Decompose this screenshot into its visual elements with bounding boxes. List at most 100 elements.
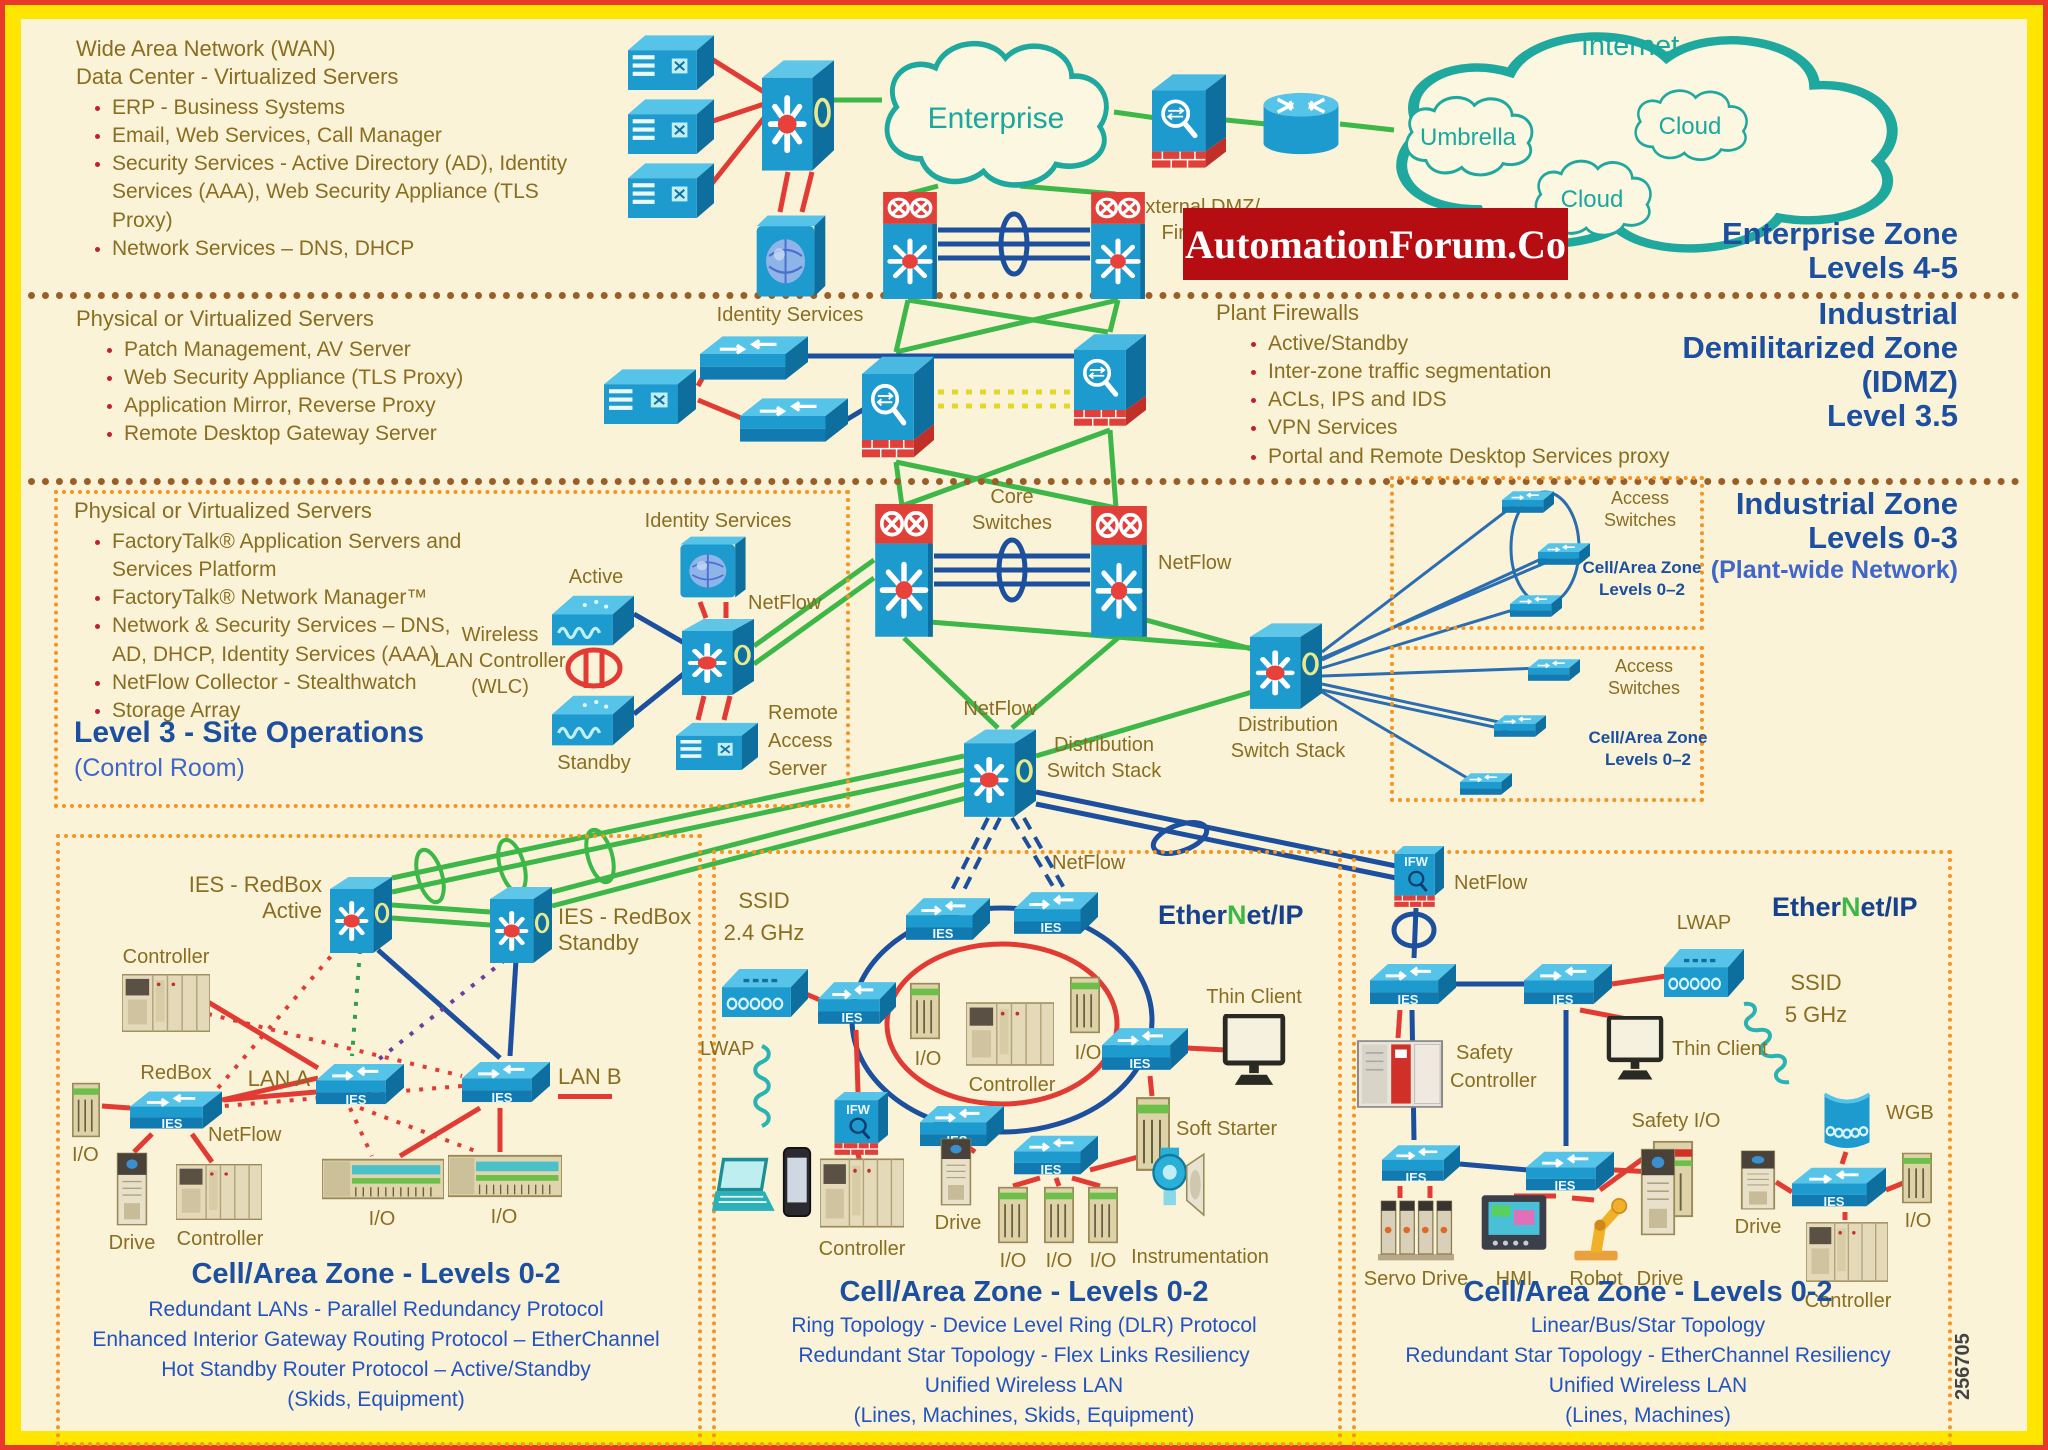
servo-drive-label: Servo Drive bbox=[1363, 1268, 1469, 1290]
access-switch-icon bbox=[1494, 712, 1546, 740]
ethernet-ip-part: N bbox=[1227, 900, 1247, 930]
ies-badge: IES bbox=[1129, 1056, 1151, 1071]
lwap-icon bbox=[1664, 944, 1744, 1002]
drive-label: Drive bbox=[1636, 1268, 1684, 1290]
io-module-icon bbox=[72, 1082, 100, 1138]
plant-firewalls-title: Plant Firewalls bbox=[1216, 300, 1360, 325]
umbrella-cloud-label: Umbrella bbox=[1419, 124, 1517, 151]
redbox-label: RedBox bbox=[140, 1062, 212, 1084]
cloud-a-label: Cloud bbox=[1658, 113, 1722, 140]
wlc-label-2: LAN Controller bbox=[434, 650, 566, 672]
ies-badge: IES bbox=[1040, 1162, 1062, 1177]
wlc-label-1: Wireless bbox=[461, 624, 539, 646]
controller-icon bbox=[1806, 1220, 1888, 1284]
hmi-label: HMI bbox=[1495, 1268, 1533, 1290]
netflow-label-core: NetFlow bbox=[1158, 552, 1232, 574]
access-switch-icon bbox=[1528, 656, 1580, 684]
controller-label: Controller bbox=[818, 1238, 906, 1260]
netflow-label-ras: NetFlow bbox=[748, 592, 822, 614]
external-firewall-icon bbox=[1152, 70, 1226, 172]
ssid-freq-label: 5 GHz bbox=[1784, 1002, 1848, 1027]
identity-services-label: Identity Services bbox=[716, 304, 864, 326]
cell-area-bottom-label-1: Cell/Area Zone bbox=[1588, 728, 1708, 747]
io-label: I/O bbox=[72, 1144, 99, 1166]
industrial-zone-levels: Levels 0-3 bbox=[1808, 520, 1958, 555]
core-switches-label-2: Switches bbox=[971, 512, 1053, 534]
io-label: I/O bbox=[1074, 1042, 1102, 1064]
industrial-zone-title: Industrial Zone bbox=[1735, 486, 1958, 521]
ies-badge: IES bbox=[1554, 1178, 1576, 1193]
instrumentation-icon bbox=[1148, 1146, 1210, 1220]
identity-services-icon bbox=[752, 212, 830, 300]
idmz-servers-title: Physical or Virtualized Servers bbox=[76, 306, 374, 331]
robot-icon bbox=[1560, 1190, 1632, 1262]
drive-icon bbox=[116, 1152, 148, 1226]
dist-right-label-2: Switch Stack bbox=[1230, 740, 1346, 762]
ies-badge: IES bbox=[1552, 992, 1574, 1007]
cell-left-caption-line: Enhanced Interior Gateway Routing Protoc… bbox=[92, 1328, 660, 1351]
io-module-icon bbox=[998, 1186, 1028, 1244]
access-switch-icon bbox=[1502, 488, 1554, 516]
access-switch-icon bbox=[1510, 592, 1562, 620]
ras-server-icon bbox=[676, 720, 758, 770]
enterprise-zone-title: Enterprise Zone bbox=[1722, 216, 1958, 251]
ethernet-ip-part: et/IP bbox=[1860, 892, 1918, 922]
ifw-badge: IFW bbox=[1404, 854, 1428, 869]
plant-fw-bullet: Inter-zone traffic segmentation bbox=[1268, 358, 1728, 386]
wlc-label-3: (WLC) bbox=[471, 676, 529, 698]
access-switches-top-label-2: Switches bbox=[1603, 510, 1677, 530]
redbox-ies-badge: IES bbox=[161, 1116, 183, 1131]
cell-left-caption-title: Cell/Area Zone - Levels 0-2 bbox=[191, 1258, 561, 1290]
industrial-zone-note: (Plant-wide Network) bbox=[1710, 556, 1958, 584]
wan-bullet-list: ERP - Business Systems Email, Web Servic… bbox=[80, 94, 582, 263]
zone-box-access-switches-top bbox=[1390, 476, 1704, 630]
wan-title-line2: Data Center - Virtualized Servers bbox=[76, 64, 399, 89]
controller-icon bbox=[122, 972, 210, 1034]
siteops-heading: Level 3 - Site Operations bbox=[74, 716, 425, 749]
zone-box-cell-left bbox=[56, 834, 702, 1446]
controller-label: Controller bbox=[176, 1228, 264, 1250]
netflow-label-left-zone: NetFlow bbox=[208, 1124, 282, 1146]
cell-right-caption-line: Linear/Bus/Star Topology bbox=[1530, 1314, 1766, 1337]
cell-left-caption-line: Redundant LANs - Parallel Redundancy Pro… bbox=[148, 1298, 604, 1321]
dist-center-label-2: Switch Stack bbox=[1046, 760, 1162, 782]
thin-client-icon bbox=[1222, 1014, 1286, 1090]
ethernet-ip-part: et/IP bbox=[1246, 900, 1304, 930]
cell-right-caption-line: Unified Wireless LAN bbox=[1548, 1374, 1748, 1397]
internet-cloud-label: Internet bbox=[1580, 30, 1680, 62]
instrumentation-label: Instrumentation bbox=[1131, 1246, 1269, 1268]
lwap-icon bbox=[722, 964, 808, 1022]
watermark-banner: AutomationForum.Co bbox=[1183, 208, 1568, 280]
controller-label: Controller bbox=[1804, 1290, 1892, 1312]
idmz-bullet: Remote Desktop Gateway Server bbox=[124, 420, 594, 448]
lan-b-underline bbox=[558, 1094, 612, 1099]
enterprise-core-switch-icon bbox=[762, 56, 834, 172]
idmz-bullet: Application Mirror, Reverse Proxy bbox=[124, 392, 594, 420]
siteops-subheading: (Control Room) bbox=[74, 754, 245, 782]
enterprise-dist-switch-stack-icon bbox=[1090, 192, 1146, 300]
ies-badge: IES bbox=[841, 1010, 863, 1025]
safety-io-label: Safety I/O bbox=[1631, 1110, 1721, 1132]
io-label: I/O bbox=[914, 1048, 942, 1070]
safety-controller-label-2: Controller bbox=[1450, 1070, 1537, 1092]
netflow-label-mid-zone: NetFlow bbox=[1052, 852, 1126, 874]
drive-icon bbox=[1640, 1148, 1676, 1236]
identity-services-icon-2 bbox=[676, 534, 750, 600]
dist-center-label-1: Distribution bbox=[1053, 734, 1155, 756]
document-number: 256705 bbox=[1952, 1333, 1974, 1400]
io-chassis-icon bbox=[448, 1152, 562, 1200]
io-module-icon bbox=[1902, 1152, 1932, 1204]
cell-mid-caption-line: Ring Topology - Device Level Ring (DLR) … bbox=[791, 1314, 1257, 1337]
ies-badge: IES bbox=[1823, 1194, 1845, 1209]
idmz-servers-bullets: Patch Management, AV Server Web Security… bbox=[92, 336, 594, 449]
idmz-switch-icon bbox=[700, 330, 808, 386]
robot-label: Robot bbox=[1569, 1268, 1623, 1290]
ras-label-2: Access bbox=[768, 730, 833, 752]
ethernet-ip-part: Ether bbox=[1158, 900, 1228, 930]
ethernet-ip-part: N bbox=[1841, 892, 1861, 922]
controller-label: Controller bbox=[122, 946, 210, 968]
cell-area-top-label-2: Levels 0–2 bbox=[1598, 580, 1686, 599]
plant-firewalls-bullets: Active/Standby Inter-zone traffic segmen… bbox=[1236, 330, 1728, 471]
wlc-standby-label: Standby bbox=[557, 752, 631, 774]
netflow-label-dist-center: NetFlow bbox=[963, 698, 1037, 720]
